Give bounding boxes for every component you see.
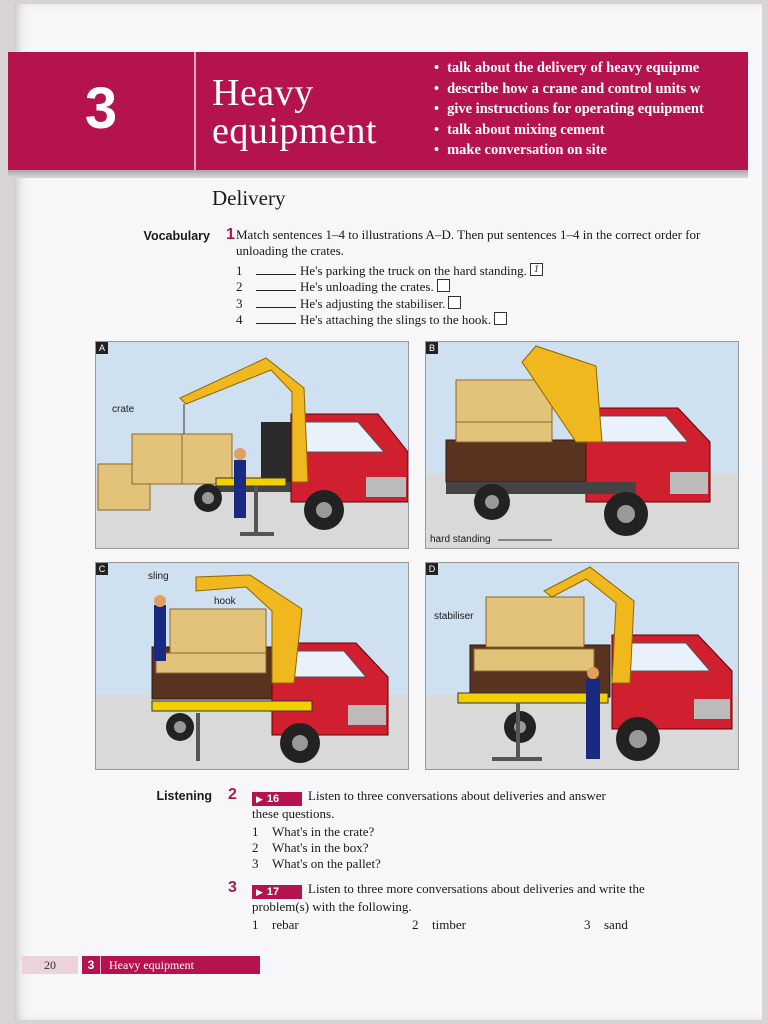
sentence-number: 2 <box>236 279 243 294</box>
sentence-item: 2 He's unloading the crates. <box>236 279 450 295</box>
exercise-3-instruction: ▶17 Listen to three more conversations ab… <box>252 881 748 915</box>
word-item: 2 timber <box>412 917 466 933</box>
order-answer: 1 <box>533 263 540 275</box>
answer-blank[interactable] <box>256 313 296 324</box>
order-box[interactable] <box>494 312 508 325</box>
callout-label: hook <box>214 596 236 607</box>
illustration-letter: C <box>96 563 108 575</box>
order-box[interactable]: 1 <box>529 263 543 276</box>
word-number: 2 <box>412 917 419 932</box>
illustration-d: D stabiliser <box>425 562 739 770</box>
illustration-c: C sling hook <box>95 562 409 770</box>
word-text: timber <box>432 917 466 932</box>
order-box[interactable] <box>436 279 450 292</box>
unit-banner: 3 Heavy equipment talk about the deliver… <box>8 52 748 170</box>
exercise-2-number: 2 <box>228 786 237 803</box>
unit-title-line2: equipment <box>212 110 377 152</box>
word-item: 3 sand <box>584 917 628 933</box>
callout-label: crate <box>112 404 135 415</box>
question-number: 3 <box>252 856 259 871</box>
question-item: 3 What's on the pallet? <box>252 856 381 872</box>
word-item: 1 rebar <box>252 917 299 933</box>
sentence-number: 3 <box>236 296 243 311</box>
question-number: 1 <box>252 824 259 839</box>
objective-item: talk about mixing cement <box>434 120 704 141</box>
question-number: 2 <box>252 840 259 855</box>
unit-title: Heavy equipment <box>212 74 377 150</box>
unit-number: 3 <box>84 76 118 141</box>
objective-item: give instructions for operating equipmen… <box>434 99 704 120</box>
section-title: Delivery <box>212 186 286 210</box>
answer-blank[interactable] <box>256 297 296 308</box>
sentence-text: He's parking the truck on the hard stand… <box>300 263 527 278</box>
objective-item: describe how a crane and control units w <box>434 79 704 100</box>
word-text: rebar <box>272 917 299 932</box>
word-number: 3 <box>584 917 591 932</box>
banner-divider <box>8 170 748 178</box>
question-text: What's in the crate? <box>272 824 375 839</box>
page-number: 20 <box>22 956 78 974</box>
sentence-item: 4 He's attaching the slings to the hook. <box>236 312 508 328</box>
word-text: sand <box>604 917 628 932</box>
order-box[interactable] <box>448 296 462 309</box>
listening-label: Listening <box>156 789 212 803</box>
answer-blank[interactable] <box>256 280 296 291</box>
sentence-number: 4 <box>236 312 243 327</box>
sentence-text: He's unloading the crates. <box>300 279 434 294</box>
sentence-item: 1 He's parking the truck on the hard stan… <box>236 263 543 279</box>
audio-track-button[interactable]: ▶17 <box>252 885 302 899</box>
exercise-1-instruction: Match sentences 1–4 to illustrations A–D… <box>236 227 701 258</box>
track-number: 17 <box>266 886 280 898</box>
illustration-letter: A <box>96 342 108 354</box>
word-number: 1 <box>252 917 259 932</box>
illustration-a: A crate <box>95 341 409 549</box>
answer-blank[interactable] <box>256 264 296 275</box>
footer-unit-title: Heavy equipment <box>109 958 194 972</box>
question-item: 2 What's in the box? <box>252 840 369 856</box>
footer-unit-number: 3 <box>82 956 101 974</box>
question-item: 1 What's in the crate? <box>252 824 374 840</box>
sentence-item: 3 He's adjusting the stabiliser. <box>236 296 462 312</box>
illustration-letter: D <box>426 563 438 575</box>
question-text: What's in the box? <box>272 840 369 855</box>
illustration-b: B hard standing <box>425 341 739 549</box>
exercise-3-number: 3 <box>228 879 237 896</box>
callout-label: stabiliser <box>434 611 474 622</box>
exercise-2-instruction: ▶16 Listen to three conversations about d… <box>252 788 748 822</box>
objectives-list: talk about the delivery of heavy equipme… <box>434 58 704 161</box>
sentence-number: 1 <box>236 263 243 278</box>
illustration-letter: B <box>426 342 438 354</box>
objective-item: make conversation on site <box>434 140 704 161</box>
sentence-text: He's attaching the slings to the hook. <box>300 312 492 327</box>
exercise-1-number: 1 <box>226 226 235 243</box>
objective-item: talk about the delivery of heavy equipme <box>434 58 704 79</box>
callout-label: hard standing <box>430 534 491 545</box>
instruction-line: problem(s) with the following. <box>252 899 412 914</box>
sentence-text: He's adjusting the stabiliser. <box>300 296 446 311</box>
vocabulary-label: Vocabulary <box>143 229 210 243</box>
unit-number-box: 3 <box>8 52 196 170</box>
audio-track-button[interactable]: ▶16 <box>252 792 302 806</box>
unit-title-line1: Heavy <box>212 72 314 114</box>
callout-label: sling <box>148 571 169 582</box>
instruction-line: Listen to three more conversations about… <box>308 881 645 896</box>
play-icon: ▶ <box>256 887 263 897</box>
question-text: What's on the pallet? <box>272 856 381 871</box>
play-icon: ▶ <box>256 794 263 804</box>
instruction-line: these questions. <box>252 806 335 821</box>
footer-unit-bar: 3 Heavy equipment <box>82 956 260 974</box>
track-number: 16 <box>266 793 280 805</box>
instruction-line: Listen to three conversations about deli… <box>308 788 606 803</box>
